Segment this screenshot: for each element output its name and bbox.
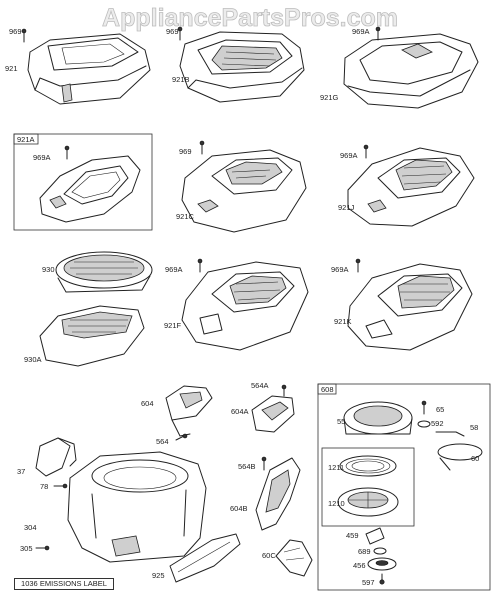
callout-921B: 921B [172,75,190,84]
part-304-blower-housing[interactable] [67,451,207,563]
callout-969A-b: 969A [33,153,51,162]
screw-597[interactable] [379,573,385,585]
callout-564A: 564A [251,381,269,390]
screw-969-c[interactable] [199,140,205,155]
screw-305[interactable] [35,545,50,551]
group-tag-608 [317,383,337,395]
part-921J-cover[interactable] [347,147,475,227]
part-604B[interactable] [255,457,301,531]
callout-1210: 1210 [328,499,345,508]
callout-597: 597 [362,578,375,587]
callout-969A-a: 969A [352,27,370,36]
part-921K-cover[interactable] [347,263,473,351]
group-box-608 [317,383,491,591]
callout-60: 60 [471,454,479,463]
screw-65[interactable] [421,400,427,415]
callout-65: 65 [436,405,444,414]
callout-689: 689 [358,547,371,556]
screw-969-b[interactable] [177,26,183,41]
screw-969A-e[interactable] [355,258,361,273]
callout-456: 456 [353,561,366,570]
callout-564B: 564B [238,462,256,471]
screw-969A-d[interactable] [197,258,203,273]
callout-969-b: 969 [166,27,179,36]
callout-921: 921 [5,64,18,73]
callout-78: 78 [40,482,48,491]
group-tag-921A [13,133,39,145]
callout-37: 37 [17,467,25,476]
callout-592: 592 [431,419,444,428]
screw-969A-b[interactable] [64,145,70,160]
part-58-rope-handle[interactable] [435,431,483,471]
callout-921G: 921G [320,93,339,102]
callout-58: 58 [470,423,478,432]
callout-930A: 930A [24,355,42,364]
callout-921C: 921C [176,212,195,221]
part-930A-cover[interactable] [39,305,145,367]
part-921-cover[interactable] [27,33,151,105]
callout-305: 305 [20,544,33,553]
callout-921A: 921A [17,135,35,144]
part-604A[interactable] [251,395,295,433]
part-930-screen[interactable] [55,251,153,293]
part-921B-cover[interactable] [179,31,305,103]
screw-969A-a[interactable] [375,26,381,41]
callout-60C: 60C [262,551,276,560]
emissions-label-text: 1036 EMISSIONS LABEL [21,579,107,588]
callout-921F: 921F [164,321,182,330]
part-60C[interactable] [275,539,313,577]
callout-608: 608 [321,385,334,394]
callout-969A-e: 969A [331,265,349,274]
callout-604A: 604A [231,407,249,416]
callout-969: 969 [9,27,22,36]
part-459-dog[interactable] [365,527,385,545]
screw-969A-c[interactable] [363,144,369,159]
callout-564: 564 [156,437,169,446]
part-1211-spring[interactable] [339,455,397,477]
part-921C-cover[interactable] [181,149,307,233]
callout-604: 604 [141,399,154,408]
part-921A-cover[interactable] [39,155,141,223]
part-604[interactable] [165,385,213,437]
emissions-label-box: 1036 EMISSIONS LABEL [14,578,114,590]
callout-55: 55 [337,417,345,426]
callout-969A-c: 969A [340,151,358,160]
callout-969-c: 969 [179,147,192,156]
group-box-1211-1210 [321,447,415,527]
part-689-spring[interactable] [373,547,387,555]
part-55-starter-housing[interactable] [343,401,413,435]
callout-930: 930 [42,265,55,274]
callout-925: 925 [152,571,165,580]
part-592-washer[interactable] [417,420,431,428]
callout-604B: 604B [230,504,248,513]
group-box-921A [13,133,153,231]
callout-921K: 921K [334,317,352,326]
part-1210-pulley[interactable] [337,487,399,517]
screw-78[interactable] [53,483,68,489]
callout-1211: 1211 [328,463,344,472]
callout-459: 459 [346,531,359,540]
part-921F-cover[interactable] [181,261,309,351]
watermark-text: AppliancePartsPros.com [102,4,398,32]
screw-969[interactable] [21,28,27,43]
screw-564A[interactable] [281,384,287,397]
screw-564B[interactable] [261,456,267,471]
callout-304: 304 [24,523,37,532]
part-921G-cover[interactable] [343,33,479,109]
part-925-guard[interactable] [169,533,241,583]
part-456-retainer[interactable] [367,557,397,571]
screw-564[interactable] [175,433,188,441]
callout-969A-d: 969A [165,265,183,274]
callout-921J: 921J [338,203,355,212]
part-37-bracket[interactable] [35,437,77,477]
